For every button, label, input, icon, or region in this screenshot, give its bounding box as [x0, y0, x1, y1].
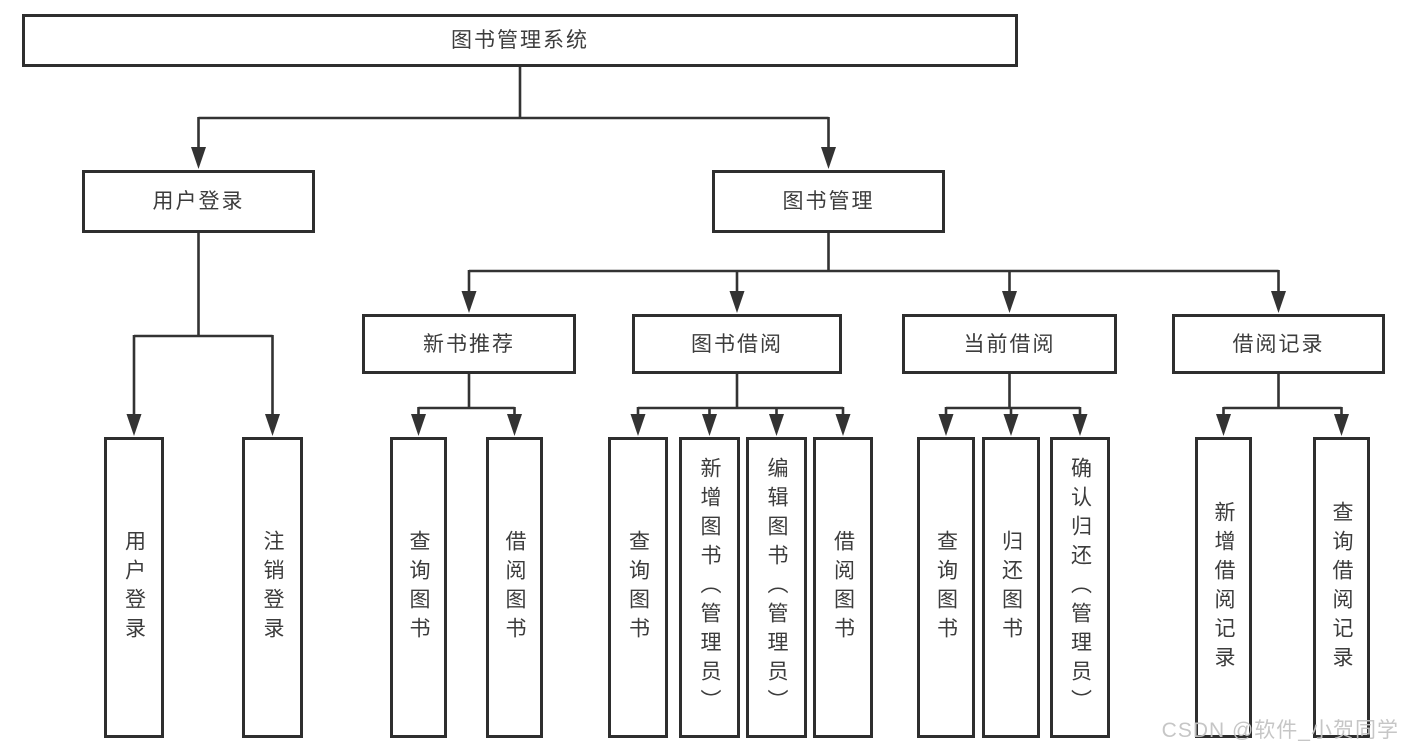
connector-bookborrow-branch [636, 374, 845, 418]
arrow-icon [1072, 414, 1088, 436]
node-label: 借阅记录 [1232, 332, 1325, 356]
node-root-system: 图书管理系统 [22, 14, 1018, 67]
arrow-icon [507, 414, 522, 436]
arrow-icon [702, 414, 717, 436]
node-label: 确认归还（管理员） [1068, 457, 1092, 718]
arrow-icon [769, 414, 784, 436]
connector-records-branch [1222, 374, 1343, 418]
arrow-icon [821, 147, 836, 169]
node-borrow-books: 借阅图书 [486, 437, 543, 738]
connector-newbook-branch [417, 374, 516, 418]
node-query-books: 查询图书 [917, 437, 975, 738]
node-label: 图书借阅 [691, 332, 783, 356]
node-label: 编辑图书（管理员） [765, 457, 788, 718]
node-confirm-return-admin: 确认归还（管理员） [1050, 437, 1110, 738]
node-query-books: 查询图书 [390, 437, 447, 738]
node-edit-books-admin: 编辑图书（管理员） [746, 437, 807, 738]
node-label: 借阅图书 [503, 529, 526, 646]
node-label: 归还图书 [999, 529, 1023, 646]
connector-bookmgmt-to-level3 [467, 233, 1280, 295]
node-logout-action: 注销登录 [242, 437, 303, 738]
node-label: 新增借阅记录 [1212, 500, 1235, 675]
csdn-watermark: CSDN @软件_小贺同学 [1161, 719, 1399, 742]
node-add-books-admin: 新增图书（管理员） [679, 437, 740, 738]
node-user-login-action: 用户登录 [104, 437, 164, 738]
arrow-icon [191, 147, 206, 169]
node-label: 图书管理系统 [451, 29, 589, 52]
arrow-icon [630, 414, 646, 436]
node-return-books: 归还图书 [982, 437, 1040, 738]
node-label: 查询借阅记录 [1330, 500, 1353, 675]
node-label: 用户登录 [152, 190, 245, 213]
arrow-icon [1002, 291, 1017, 313]
arrow-icon [1334, 414, 1349, 436]
node-label: 新增图书（管理员） [698, 457, 721, 718]
node-label: 新书推荐 [423, 332, 515, 356]
connector-lines [132, 67, 1343, 418]
arrow-icon [938, 414, 954, 436]
node-label: 注销登录 [261, 529, 284, 646]
node-borrowing-records: 借阅记录 [1172, 314, 1385, 374]
arrow-icon [265, 414, 280, 436]
node-label: 查询图书 [626, 529, 650, 646]
node-label: 当前借阅 [963, 332, 1056, 356]
node-book-borrowing: 图书借阅 [632, 314, 842, 374]
node-user-login: 用户登录 [82, 170, 315, 233]
node-label: 借阅图书 [831, 529, 855, 646]
arrow-icon [411, 414, 426, 436]
arrow-icon [1003, 414, 1019, 436]
node-label: 查询图书 [934, 529, 958, 646]
node-query-books: 查询图书 [608, 437, 668, 738]
connector-root-to-level2 [197, 67, 830, 150]
arrow-icon [729, 291, 745, 313]
connector-userlogin-branch [132, 233, 274, 418]
arrow-icon [835, 414, 851, 436]
node-add-borrow-record: 新增借阅记录 [1195, 437, 1252, 738]
node-current-borrowing: 当前借阅 [902, 314, 1117, 374]
arrow-icon [1271, 291, 1286, 313]
node-query-borrow-record: 查询借阅记录 [1313, 437, 1370, 738]
arrowheads [126, 147, 1349, 436]
node-new-book-recommendation: 新书推荐 [362, 314, 576, 374]
node-label: 用户登录 [122, 529, 146, 646]
arrow-icon [126, 414, 142, 436]
node-book-management: 图书管理 [712, 170, 945, 233]
node-borrow-books: 借阅图书 [813, 437, 873, 738]
node-label: 查询图书 [407, 529, 430, 646]
connector-currentborrow-branch [944, 374, 1082, 418]
arrow-icon [1216, 414, 1231, 436]
node-label: 图书管理 [782, 190, 875, 213]
arrow-icon [461, 291, 477, 313]
